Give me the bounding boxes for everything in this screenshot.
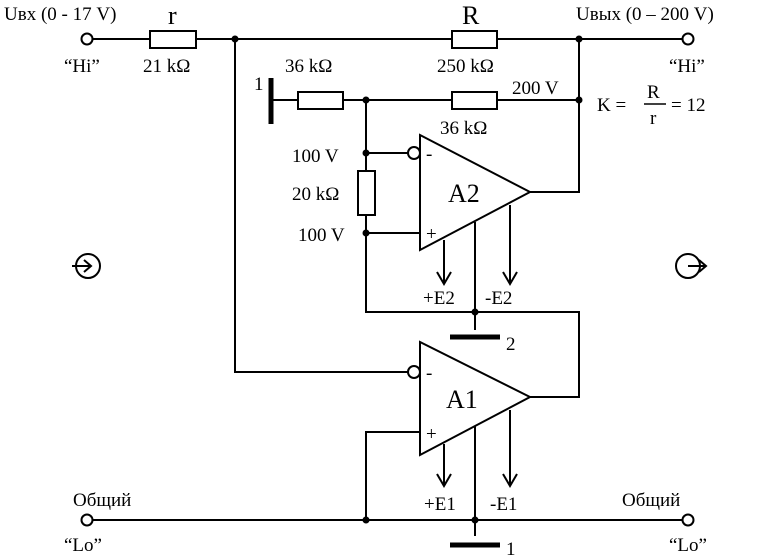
arrow-e2-plus bbox=[436, 240, 452, 286]
junction-dot bbox=[575, 35, 583, 43]
resistor-r bbox=[149, 30, 197, 49]
label-hi-left: “Hi” bbox=[64, 56, 100, 77]
resistor-R bbox=[451, 30, 498, 49]
label-lo-right: “Lo” bbox=[669, 535, 707, 556]
label-100v-bottom: 100 V bbox=[298, 225, 345, 246]
label-r-name: r bbox=[168, 1, 177, 30]
label-a1-minus: - bbox=[426, 363, 432, 384]
resistor-36k-top bbox=[297, 91, 344, 110]
wire-mid-column bbox=[365, 100, 580, 398]
gain-denominator: r bbox=[650, 108, 657, 129]
label-output-voltage: Uвых (0 – 200 V) bbox=[576, 4, 714, 25]
label-R-name: R bbox=[462, 1, 480, 30]
arrow-e1-minus bbox=[502, 410, 518, 488]
junction-dot bbox=[362, 229, 370, 237]
junction-dot bbox=[362, 149, 370, 157]
terminal-lo-right bbox=[681, 513, 695, 527]
label-a2-minus: - bbox=[426, 144, 432, 165]
output-connector-icon bbox=[675, 253, 708, 279]
label-hi-right: “Hi” bbox=[669, 56, 705, 77]
gain-numerator: R bbox=[647, 82, 660, 103]
a1-inverting-input bbox=[407, 365, 421, 379]
arrow-e2-minus bbox=[502, 205, 518, 286]
label-node1-top: 1 bbox=[254, 74, 264, 95]
label-a1: A1 bbox=[446, 385, 478, 414]
label-node1-bottom: 1 bbox=[506, 539, 516, 559]
gain-value: = 12 bbox=[671, 95, 705, 116]
label-node2: 2 bbox=[506, 334, 516, 355]
label-r-value: 21 kΩ bbox=[143, 56, 190, 77]
terminal-hi-right bbox=[681, 32, 695, 46]
junctions bbox=[231, 35, 583, 524]
wire-output-column bbox=[530, 39, 580, 193]
arrow-e1-plus bbox=[436, 444, 452, 488]
label-e1-plus: +E1 bbox=[424, 494, 456, 515]
junction-dot bbox=[471, 308, 479, 316]
label-r36-bottom: 36 kΩ bbox=[440, 118, 487, 139]
wire-a1-plus bbox=[365, 431, 420, 520]
wires bbox=[93, 38, 682, 536]
label-common-left: Общий bbox=[73, 490, 131, 511]
label-a2-plus: + bbox=[426, 224, 437, 245]
gain-formula: K = R r = 12 bbox=[597, 82, 705, 129]
resistor-20k bbox=[357, 170, 376, 216]
label-a2: A2 bbox=[448, 179, 480, 208]
label-e2-plus: +E2 bbox=[423, 288, 455, 309]
label-r20: 20 kΩ bbox=[292, 184, 339, 205]
label-common-right: Общий bbox=[622, 490, 680, 511]
junction-dot bbox=[362, 516, 370, 524]
junction-dot bbox=[362, 96, 370, 104]
junction-dot bbox=[231, 35, 239, 43]
label-e1-minus: -E1 bbox=[490, 494, 517, 515]
label-R-value: 250 kΩ bbox=[437, 56, 494, 77]
a2-inverting-input bbox=[407, 146, 421, 160]
label-r36-top: 36 kΩ bbox=[285, 56, 332, 77]
terminal-lo-left bbox=[80, 513, 94, 527]
opamp-a1 bbox=[419, 340, 533, 457]
resistor-36k-bottom bbox=[451, 91, 498, 110]
opamp-a2 bbox=[419, 133, 533, 252]
input-connector-icon bbox=[72, 253, 101, 279]
label-a1-plus: + bbox=[426, 424, 437, 445]
junction-dot bbox=[471, 516, 479, 524]
gain-k-label: K = bbox=[597, 95, 626, 116]
label-e2-minus: -E2 bbox=[485, 288, 512, 309]
label-200v: 200 V bbox=[512, 78, 559, 99]
terminal-hi-left bbox=[80, 32, 94, 46]
label-100v-top: 100 V bbox=[292, 146, 339, 167]
junction-dot bbox=[575, 96, 583, 104]
label-lo-left: “Lo” bbox=[64, 535, 102, 556]
label-input-voltage: Uвх (0 - 17 V) bbox=[4, 4, 116, 25]
wire-junction-down bbox=[234, 39, 410, 373]
